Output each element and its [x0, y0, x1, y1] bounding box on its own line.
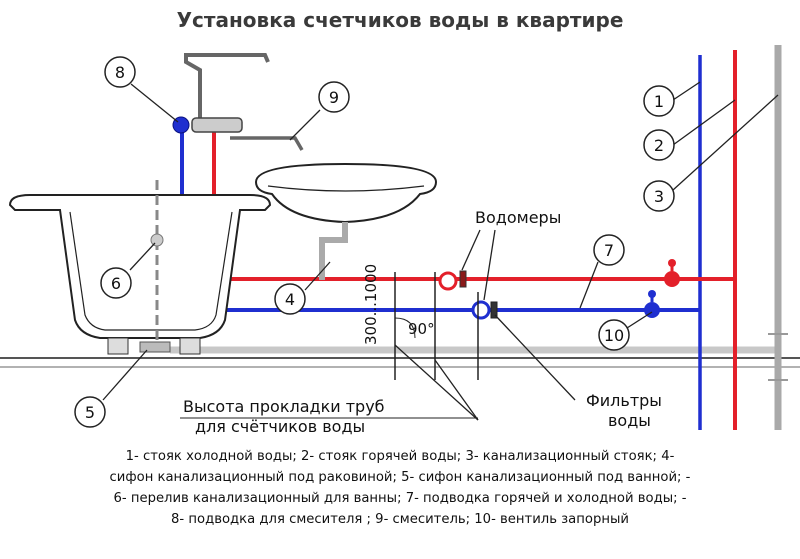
- callout-4: 4: [274, 283, 306, 315]
- angle-label: 90°: [408, 320, 435, 338]
- angle-arc: [394, 317, 416, 339]
- callout-6: 6: [100, 267, 132, 299]
- filter-hot: [459, 270, 467, 288]
- bathtub-leg-right: [179, 337, 201, 355]
- mixer-body: [191, 117, 243, 133]
- leader-6: [129, 242, 156, 271]
- leader-filters: [494, 314, 576, 401]
- svg-text:5: 5: [85, 403, 95, 422]
- leader-2: [672, 99, 736, 146]
- bathtub: [8, 194, 272, 339]
- mixer-bath-spout: [230, 136, 304, 151]
- legend-line-2: сифон канализационный под раковиной; 5- …: [109, 470, 691, 485]
- diagram-title: Установка счетчиков воды в квартире: [177, 8, 624, 32]
- legend-line-4: 8- подводка для смесителя ; 9- смеситель…: [171, 512, 629, 527]
- svg-text:2: 2: [654, 136, 664, 155]
- svg-text:6: 6: [111, 274, 121, 293]
- shutoff-valve-hot: [664, 259, 680, 287]
- callout-1: 1: [643, 85, 675, 117]
- leader-7: [579, 261, 599, 309]
- svg-text:8: 8: [115, 63, 125, 82]
- meters-label: Водомеры: [475, 208, 561, 227]
- sink: [254, 162, 438, 224]
- callout-2: 2: [643, 129, 675, 161]
- callout-8: 8: [104, 56, 136, 88]
- height-range-label: 300...1000: [362, 264, 380, 345]
- svg-text:3: 3: [654, 187, 664, 206]
- height-label-line1: Высота прокладки труб: [183, 397, 385, 416]
- callout-7: 7: [593, 234, 625, 266]
- callout-9: 9: [318, 81, 350, 113]
- filters-label-line2: воды: [608, 411, 651, 430]
- svg-text:4: 4: [285, 290, 295, 309]
- legend-line-3: 6- перелив канализационный для ванны; 7-…: [113, 491, 687, 506]
- leader-4: [304, 261, 331, 291]
- bath-siphon: [139, 341, 171, 353]
- callout-10: 10: [598, 319, 630, 351]
- filter-cold: [490, 301, 498, 319]
- legend: 1- стояк холодной воды; 2- стояк горячей…: [4, 446, 796, 530]
- leader-10: [626, 311, 653, 329]
- svg-text:10: 10: [604, 326, 624, 345]
- filters-label-line1: Фильтры: [586, 391, 662, 410]
- svg-text:7: 7: [604, 241, 614, 260]
- water-meter-cold: [471, 300, 491, 320]
- leader-height-1: [394, 344, 479, 421]
- leader-meters-cold: [483, 229, 496, 301]
- shutoff-valve-cold: [644, 290, 660, 318]
- mixer-spout: [184, 53, 270, 130]
- svg-text:1: 1: [654, 92, 664, 111]
- leader-1: [672, 81, 701, 101]
- bathtub-leg-left: [107, 337, 129, 355]
- callout-3: 3: [643, 180, 675, 212]
- bathtub-inner: [69, 211, 233, 331]
- leader-height-2: [434, 359, 479, 421]
- sink-siphon: [319, 222, 348, 280]
- leader-3: [672, 94, 779, 191]
- callout-5: 5: [74, 396, 106, 428]
- leader-9: [289, 109, 321, 141]
- overflow-fitting: [150, 233, 164, 247]
- leader-5: [102, 349, 148, 401]
- height-label-line2: для счётчиков воды: [195, 417, 365, 436]
- svg-text:9: 9: [329, 88, 339, 107]
- sink-rim: [267, 185, 425, 192]
- leader-meters-hot: [461, 229, 481, 271]
- leader-8: [130, 83, 179, 123]
- legend-line-1: 1- стояк холодной воды; 2- стояк горячей…: [125, 449, 675, 464]
- water-meter-hot: [438, 271, 458, 291]
